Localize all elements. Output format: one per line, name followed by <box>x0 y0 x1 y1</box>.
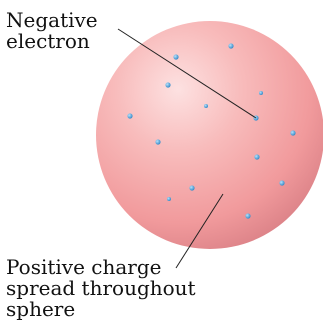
electron-dot <box>279 180 284 185</box>
electron-dot <box>173 54 178 59</box>
electron-dot <box>204 104 208 108</box>
electron-dot <box>254 154 259 159</box>
positive-label-line2: spread throughout <box>6 278 196 299</box>
negative-electron-label: Negative electron <box>6 10 98 52</box>
electron-dot <box>189 185 194 190</box>
electron-dot <box>245 213 250 218</box>
electron-dot <box>167 197 171 201</box>
electron-dot <box>127 113 132 118</box>
electron-label-line1: Negative <box>6 10 98 31</box>
electron-dot <box>228 43 233 48</box>
electron-dot <box>165 82 170 87</box>
electron-label-line2: electron <box>6 31 98 52</box>
electron-dot <box>155 139 160 144</box>
electron-dot <box>259 91 263 95</box>
positive-charge-label: Positive charge spread throughout sphere <box>6 257 196 320</box>
electron-dot <box>290 130 295 135</box>
positive-label-line1: Positive charge <box>6 257 196 278</box>
positive-label-line3: sphere <box>6 299 196 320</box>
